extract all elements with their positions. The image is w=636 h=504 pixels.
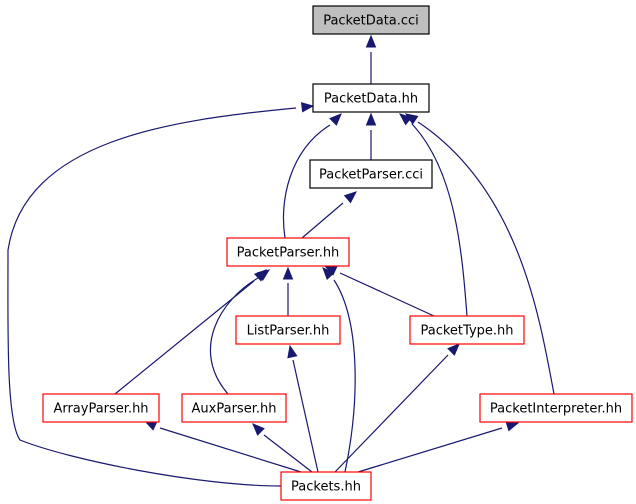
edge-packets-hh-to-auxparser-hh [252, 423, 313, 473]
arrowhead [505, 421, 520, 432]
node-packets-hh[interactable]: Packets.hh [280, 471, 372, 501]
node-label: Packets.hh [291, 480, 361, 495]
node-packetinterpreter-hh[interactable]: PacketInterpreter.hh [479, 393, 633, 423]
node-box[interactable] [42, 393, 160, 423]
node-box[interactable] [280, 471, 372, 501]
edge-packettype-hh-to-packetparser-hh [323, 265, 435, 317]
edge-packetparser-cci-to-packetdata-hh [365, 112, 377, 160]
edge-packetparser-hh-to-packetparser-cci [301, 191, 358, 239]
arrowhead [398, 113, 413, 126]
edge-line [209, 277, 259, 395]
arrowhead [322, 267, 335, 281]
node-label: AuxParser.hh [192, 402, 277, 417]
arrowhead [329, 113, 342, 126]
node-arrayparser-hh[interactable]: ArrayParser.hh [42, 393, 160, 423]
edge-listparser-hh-to-packetparser-hh [282, 266, 294, 316]
edge-packets-hh-to-arrayparser-hh [143, 420, 302, 473]
arrowhead [365, 34, 377, 48]
edge-line [411, 123, 468, 317]
node-label: PacketParser.hh [237, 246, 340, 261]
edge-packettype-hh-to-packetdata-hh [398, 113, 468, 317]
node-box[interactable] [226, 237, 350, 267]
arrowhead [365, 112, 377, 126]
node-packetparser-hh[interactable]: PacketParser.hh [226, 237, 350, 267]
node-packettype-hh[interactable]: PacketType.hh [409, 315, 525, 345]
edge-line [301, 202, 344, 239]
edge-line [7, 107, 297, 487]
arrowhead [252, 423, 265, 436]
edge-packets-hh-to-packetinterpreter-hh [344, 421, 520, 477]
edge-packetdata-hh-to-packetdata-cci [365, 34, 377, 84]
node-box[interactable] [181, 393, 287, 423]
edge-packets-hh-to-packetdata-hh [7, 102, 315, 487]
arrowhead [287, 344, 298, 359]
arrowhead [300, 102, 315, 113]
edge-auxparser-hh-to-packetparser-hh [209, 269, 271, 395]
node-label: PacketType.hh [421, 324, 514, 339]
edge-line [282, 124, 331, 239]
node-box[interactable] [235, 315, 341, 345]
node-label: ArrayParser.hh [53, 402, 148, 417]
node-box[interactable] [409, 315, 525, 345]
arrowhead [282, 266, 294, 280]
edge-packets-hh-to-listparser-hh [287, 344, 319, 473]
node-label: PacketParser.cci [319, 168, 423, 183]
edge-line [344, 427, 503, 477]
edge-line [334, 354, 449, 473]
node-label: PacketData.cci [323, 14, 419, 29]
edge-line [339, 272, 435, 317]
node-box[interactable] [312, 5, 430, 35]
edge-line [263, 434, 313, 473]
node-auxparser-hh[interactable]: AuxParser.hh [181, 393, 287, 423]
edge-packetinterpreter-hh-to-packetdata-hh [404, 113, 555, 395]
nodes-layer: PacketData.cciPacketData.hhPacketParser.… [42, 5, 633, 501]
edges-layer [7, 34, 555, 487]
edge-packets-hh-to-packetparser-hh [322, 267, 356, 473]
node-box[interactable] [309, 159, 433, 189]
node-packetdata-hh[interactable]: PacketData.hh [312, 83, 430, 113]
node-label: PacketInterpreter.hh [490, 402, 622, 417]
edge-line [159, 427, 302, 473]
edge-line [292, 359, 319, 473]
node-label: PacketData.hh [324, 92, 418, 107]
node-label: ListParser.hh [247, 324, 330, 339]
edge-packets-hh-to-packettype-hh [334, 343, 460, 473]
edge-packetparser-hh-to-packetdata-hh [282, 113, 342, 239]
arrowhead [404, 113, 419, 125]
node-packetparser-cci[interactable]: PacketParser.cci [309, 159, 433, 189]
node-listparser-hh[interactable]: ListParser.hh [235, 315, 341, 345]
node-box[interactable] [479, 393, 633, 423]
arrowhead [447, 343, 460, 356]
node-packetdata-cci[interactable]: PacketData.cci [312, 5, 430, 35]
arrowhead [343, 191, 358, 204]
edge-line [417, 121, 555, 395]
node-box[interactable] [312, 83, 430, 113]
arrowhead [256, 269, 271, 282]
edge-line [333, 279, 356, 473]
